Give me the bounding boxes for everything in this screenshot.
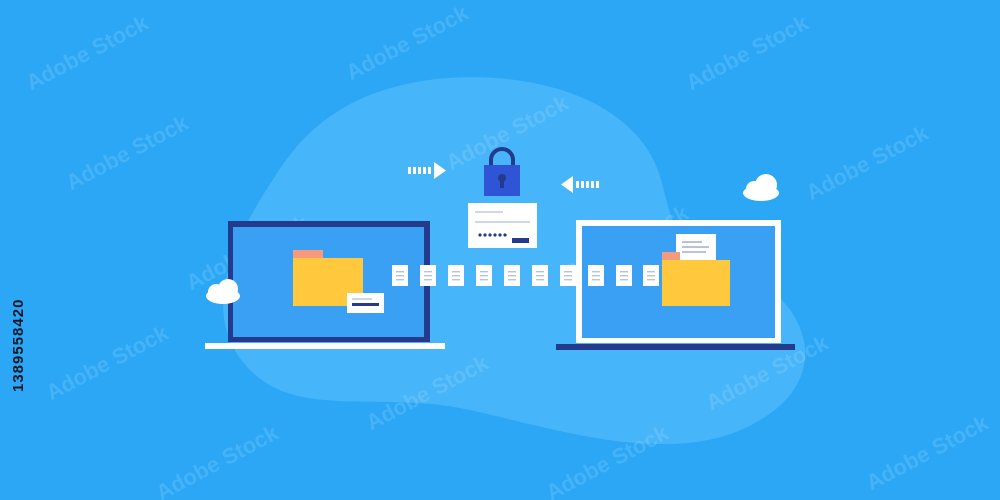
padlock-icon <box>484 147 520 196</box>
arrow-left-icon <box>561 176 599 193</box>
transit-document-icon <box>560 265 576 286</box>
transit-document-icon <box>532 265 548 286</box>
right-laptop <box>556 220 795 350</box>
transit-document-icon <box>448 265 464 286</box>
stock-id-label: 1389558420 <box>10 298 27 392</box>
cloud-icon <box>206 279 240 304</box>
transit-document-icon <box>643 265 659 286</box>
documents-in-transit <box>392 265 659 286</box>
transit-document-icon <box>504 265 520 286</box>
arrow-right-icon <box>408 162 446 179</box>
transit-document-icon <box>588 265 604 286</box>
password-card-icon <box>347 293 384 313</box>
transit-document-icon <box>420 265 436 286</box>
transit-document-icon <box>476 265 492 286</box>
right-laptop-base <box>556 344 795 350</box>
left-laptop <box>205 221 445 349</box>
transit-document-icon <box>616 265 632 286</box>
transit-document-icon <box>392 265 408 286</box>
folder-icon <box>662 252 730 306</box>
left-laptop-base <box>205 343 445 349</box>
password-panel <box>468 203 537 248</box>
cloud-icon <box>743 174 779 201</box>
